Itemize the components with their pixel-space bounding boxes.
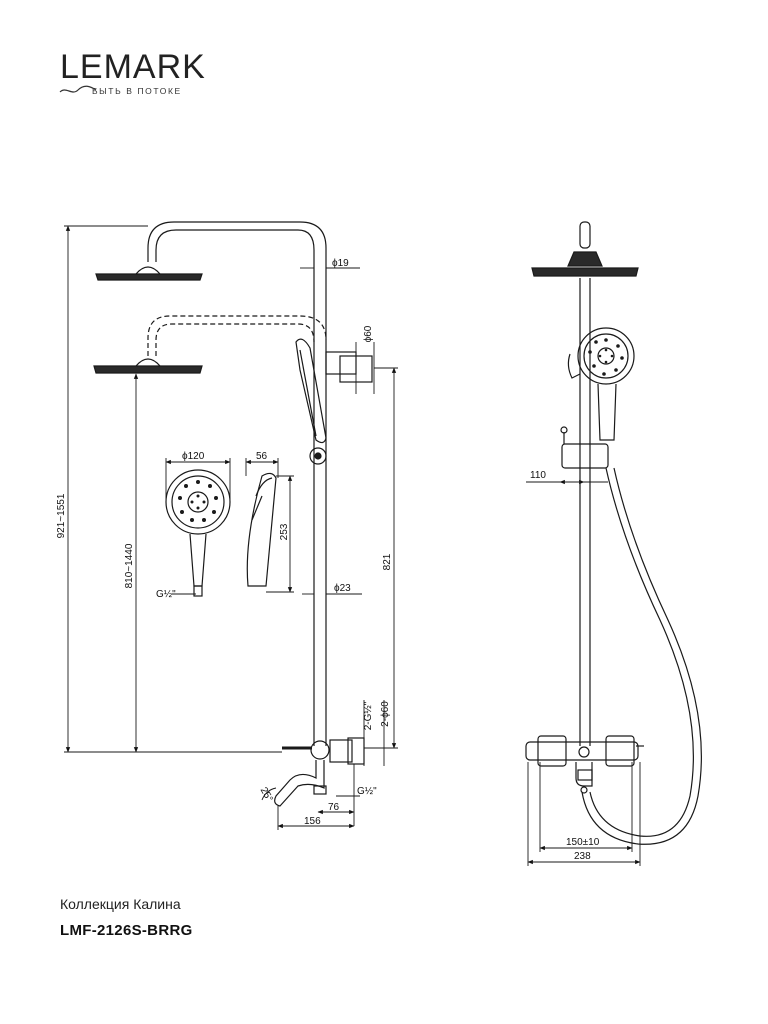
top-shower-head [95, 273, 203, 281]
side-spout [575, 762, 593, 787]
side-shower-head [531, 267, 639, 277]
mixer-valve-front [310, 740, 330, 760]
lower-shower-head [93, 365, 203, 374]
spout [274, 760, 325, 807]
hand-shower-detail [165, 469, 277, 597]
side-head-mount [567, 251, 603, 267]
top-head-neck [135, 266, 161, 275]
arm-lowered-inner [155, 323, 315, 356]
side-arm-top [579, 221, 591, 249]
brand-tagline: БЫТЬ В ПОТОКЕ [92, 86, 182, 96]
dim-hand-diameter: ϕ120 [182, 451, 205, 462]
arm-lowered-outer [147, 315, 327, 356]
dim-spout-offset: 76 [328, 802, 340, 813]
hand-shower-line [299, 349, 317, 437]
dim-pipe-diameter: ϕ19 [332, 258, 349, 269]
dim-hand-depth: 56 [256, 451, 268, 462]
spout-outlet [313, 785, 327, 795]
front-view [93, 221, 373, 807]
side-nozzles [588, 338, 624, 376]
side-hand-face [577, 327, 635, 385]
side-dims [526, 479, 641, 866]
overhead-arm-outer [147, 221, 327, 262]
hand-shower-side [246, 472, 277, 587]
side-mixer-body [525, 741, 639, 761]
side-holder [567, 353, 581, 379]
model-number: LMF-2126S-BRRG [60, 922, 193, 939]
mixer-handle-right [605, 735, 635, 767]
dim-side-depth: 110 [530, 470, 546, 481]
hand-dims [165, 458, 294, 595]
dim-center-distance: 150±10 [566, 837, 600, 848]
holder-bracket [325, 351, 357, 375]
collection-name: Коллекция Калина [60, 896, 181, 912]
dim-mixer-width: 238 [574, 851, 591, 862]
dim-holder-diameter: ϕ60 [363, 325, 374, 342]
handle-thread [193, 585, 203, 597]
side-slider [561, 443, 609, 469]
lower-head-neck [135, 358, 161, 367]
dim-thread: G½" [156, 589, 176, 600]
dim-hand-length: 253 [279, 523, 290, 540]
side-hand-handle [597, 383, 617, 441]
mixer-handle-left [537, 735, 567, 767]
dim-spout-angle: 25° [258, 785, 275, 804]
spray-nozzles [178, 480, 218, 522]
brand-name: LEMARK [60, 48, 206, 86]
hand-shower-face [165, 469, 231, 535]
dim-thread-bottom: G½" [357, 786, 377, 797]
dim-rail-diameter: ϕ23 [334, 583, 351, 594]
hand-shower-handle [189, 533, 207, 587]
overhead-arm-inner [155, 229, 315, 262]
shower-hose [589, 467, 694, 837]
brand-logo: LEMARK БЫТЬ В ПОТОКЕ [58, 48, 228, 108]
mixer-body [329, 739, 353, 763]
dim-shower-height-range: 810~1440 [124, 543, 135, 588]
hand-shower-front [295, 338, 327, 444]
dim-inlet-thread: 2-G½" [363, 701, 374, 730]
dim-inlet-flange: 2-ϕ60 [380, 701, 391, 727]
slider-knob [309, 447, 327, 465]
dim-height-range: 921~1551 [56, 493, 67, 538]
front-dims [64, 225, 398, 830]
side-view [525, 221, 702, 845]
dim-spout-length: 156 [304, 816, 321, 827]
inlet-flange [347, 737, 365, 765]
dim-rail-length: 821 [382, 553, 393, 570]
logo-wave-icon [59, 85, 97, 93]
